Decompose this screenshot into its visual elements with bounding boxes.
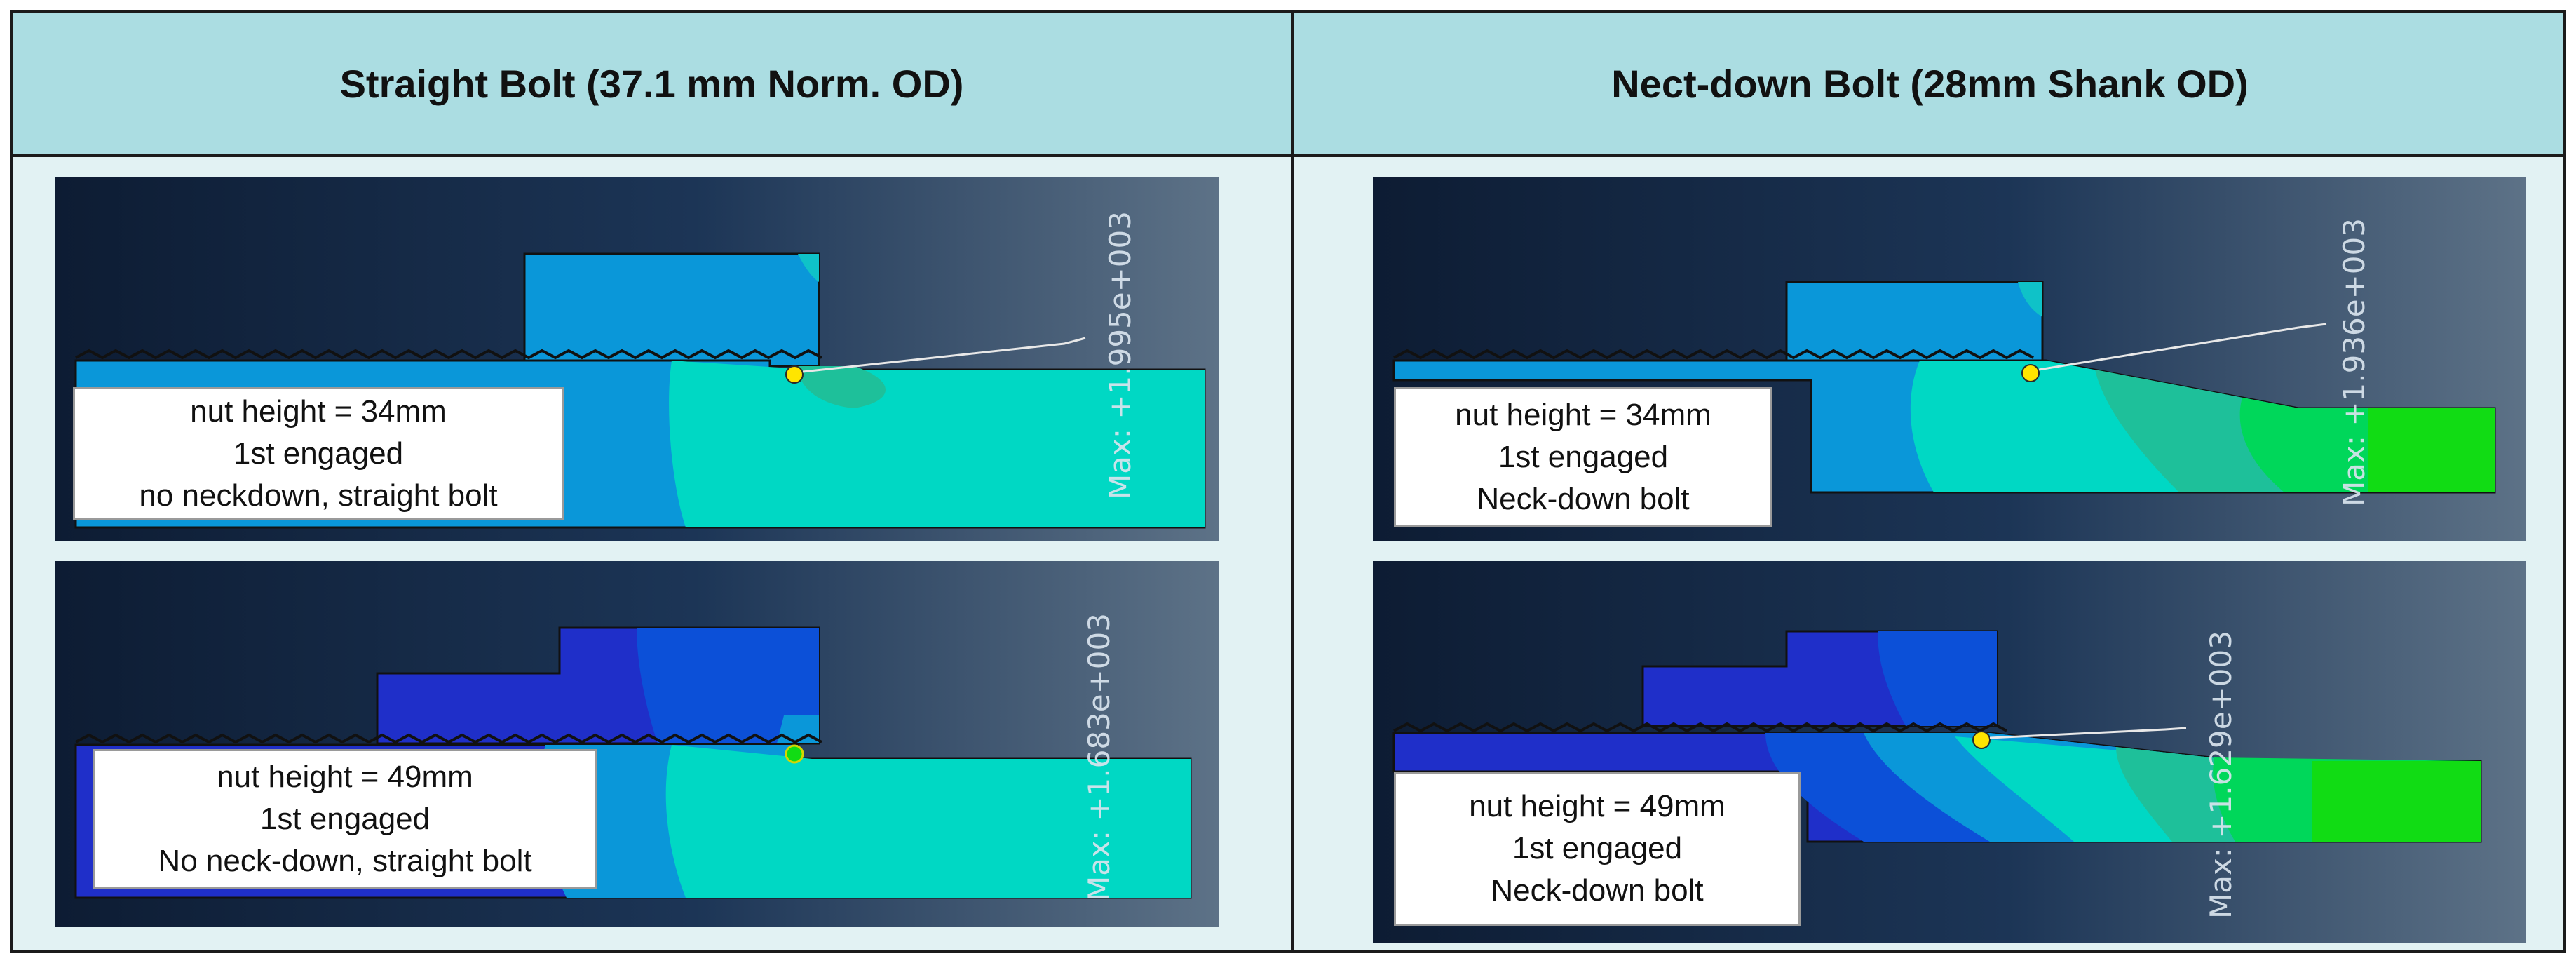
max-stress-marker — [785, 365, 804, 384]
label-box: nut height = 49mm 1st engaged Neck-down … — [1394, 772, 1801, 926]
column-title-neckdown-bolt: Nect-down Bolt (28mm Shank OD) — [1611, 61, 2249, 106]
nut-body — [523, 252, 820, 368]
bolt-stress-zone-teal — [798, 366, 886, 408]
bolt-stress-zone-cyan — [669, 361, 1205, 527]
label-box: nut height = 34mm 1st engaged no neckdow… — [73, 387, 564, 520]
max-stress-label: Max: +1.995e+003 — [1103, 211, 1137, 499]
column-divider — [1291, 13, 1294, 950]
max-stress-label: Max: +1.683e+003 — [1082, 613, 1116, 901]
thread-profile — [75, 733, 822, 744]
nut-stress-zone-mid — [637, 628, 819, 743]
fea-panel-straight-34mm: Max: +1.995e+003 nut height = 34mm 1st e… — [55, 177, 1219, 541]
max-stress-label: Max: +1.936e+003 — [2337, 218, 2371, 506]
max-stress-marker — [1972, 731, 1991, 749]
fea-panel-straight-49mm: Max: +1.683e+003 nut height = 49mm 1st e… — [55, 561, 1219, 927]
label-bolt-type: no neckdown, straight bolt — [139, 478, 498, 513]
label-nut-height: nut height = 49mm — [1469, 789, 1726, 823]
thread-profile — [1393, 722, 2007, 733]
max-stress-marker — [2021, 364, 2040, 382]
label-bolt-type: Neck-down bolt — [1477, 482, 1690, 516]
max-stress-label: Max: +1.629e+003 — [2204, 631, 2238, 919]
fea-panel-neckdown-49mm: Max: +1.629e+003 nut height = 49mm 1st e… — [1373, 561, 2526, 943]
label-engagement: 1st engaged — [233, 436, 404, 471]
label-engagement: 1st engaged — [259, 802, 431, 836]
label-engagement: 1st engaged — [1498, 440, 1669, 474]
label-bolt-type: Neck-down bolt — [1491, 873, 1704, 908]
comparison-table: Straight Bolt (37.1 mm Norm. OD) Nect-do… — [10, 10, 2566, 953]
thread-profile — [1393, 349, 2034, 360]
thread-profile — [75, 349, 822, 360]
max-leader-line — [2038, 323, 2327, 371]
label-nut-height: nut height = 49mm — [217, 760, 473, 794]
max-leader-line — [1989, 727, 2187, 739]
label-nut-height: nut height = 34mm — [190, 394, 447, 429]
label-engagement: 1st engaged — [1512, 831, 1683, 866]
max-stress-marker — [785, 744, 804, 764]
nut-corner-stress — [798, 254, 819, 282]
label-nut-height: nut height = 34mm — [1455, 398, 1711, 432]
label-bolt-type: No neck-down, straight bolt — [158, 844, 532, 878]
bolt-stress-zone-bright-green — [2368, 408, 2495, 492]
max-leader-line — [802, 337, 1086, 373]
bolt-stress-zone-cyan — [665, 745, 1191, 898]
fea-panel-neckdown-34mm: Max: +1.936e+003 nut height = 34mm 1st e… — [1373, 177, 2526, 541]
label-box: nut height = 34mm 1st engaged Neck-down … — [1394, 387, 1772, 527]
nut-corner-stress — [2018, 282, 2042, 317]
bolt-stress-zone-bright-green — [2312, 761, 2481, 842]
column-title-straight-bolt: Straight Bolt (37.1 mm Norm. OD) — [339, 61, 964, 106]
nut-stress-zone-mid — [1878, 631, 1997, 726]
label-box: nut height = 49mm 1st engaged No neck-do… — [93, 749, 597, 889]
table-header — [13, 13, 2563, 157]
